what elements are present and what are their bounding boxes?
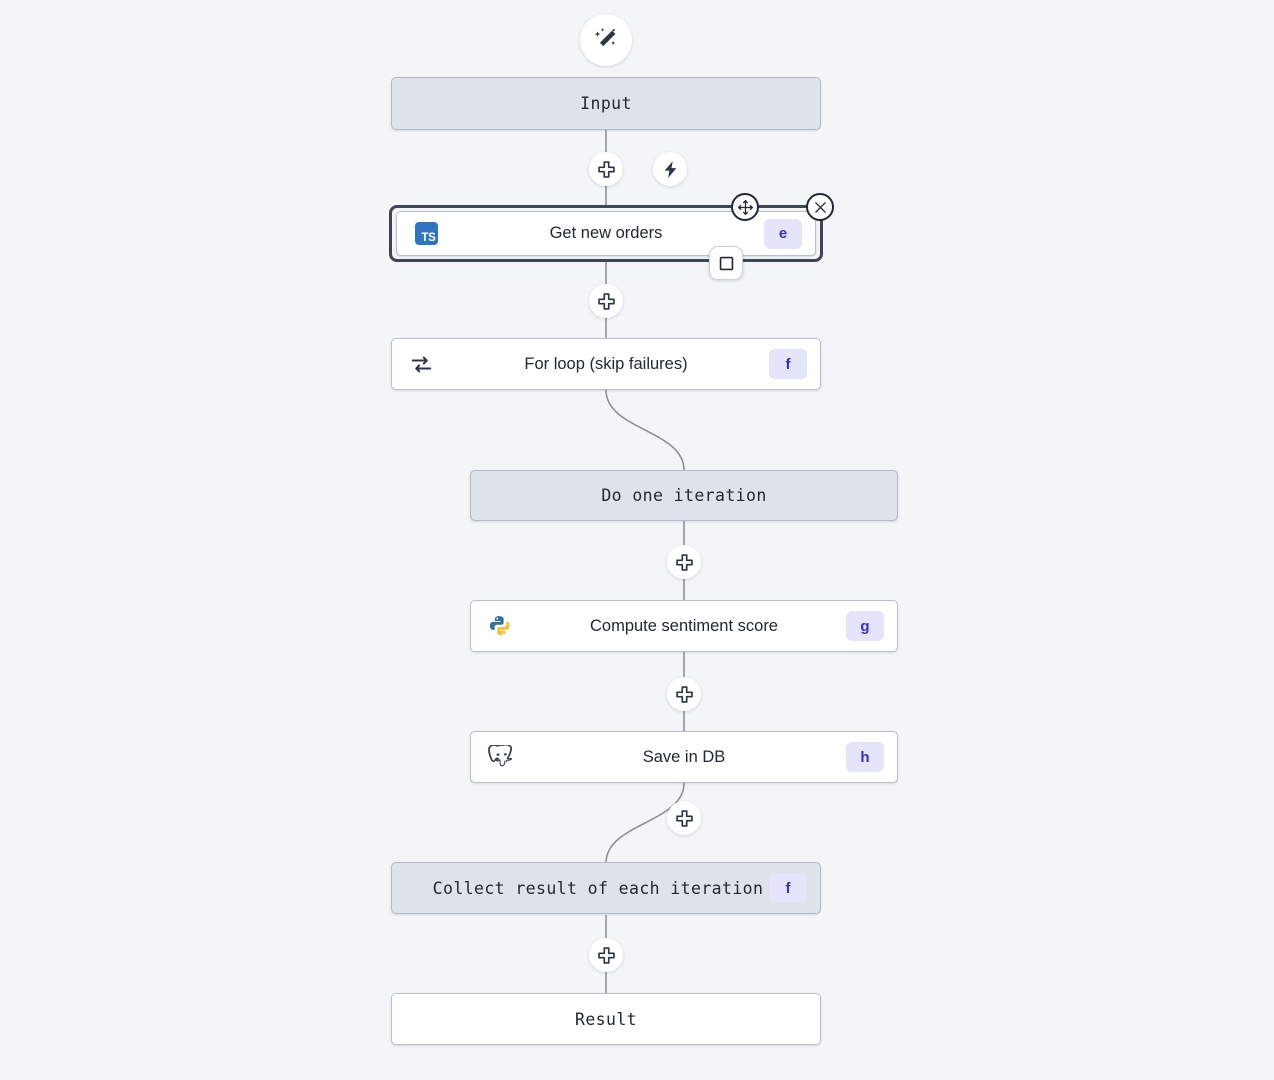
node-save-in-db-label: Save in DB: [642, 747, 726, 766]
toggle-node-button[interactable]: [709, 246, 743, 280]
delete-node-button[interactable]: [806, 193, 834, 221]
edge-for-loop-to-do-one-iteration: [605, 389, 685, 471]
magic-wand-icon: [594, 28, 616, 47]
node-result-label: Result: [574, 1009, 637, 1029]
add-step-button-after-collect-result[interactable]: [589, 938, 623, 972]
node-get-new-orders[interactable]: TS Get new orders e: [396, 211, 816, 256]
add-step-button-after-input[interactable]: [589, 152, 623, 186]
node-get-new-orders-badge: e: [764, 218, 802, 249]
node-collect-result[interactable]: Collect result of each iteration f: [391, 862, 821, 914]
node-compute-sentiment-score-label: Compute sentiment score: [589, 616, 778, 635]
node-get-new-orders-label: Get new orders: [549, 224, 663, 242]
node-do-one-iteration-label: Do one iteration: [601, 486, 767, 505]
node-for-loop-label: For loop (skip failures): [524, 354, 688, 373]
loop-icon: [408, 351, 434, 377]
close-icon: [814, 201, 826, 213]
node-collect-result-label: Collect result of each iteration: [432, 878, 764, 898]
add-step-button-after-do-one-iteration[interactable]: [667, 545, 701, 579]
node-compute-sentiment-score[interactable]: Compute sentiment score g: [470, 600, 898, 652]
node-compute-sentiment-score-badge: g: [846, 611, 884, 641]
add-step-button-after-save-in-db[interactable]: [667, 801, 701, 835]
plus-icon: [597, 160, 615, 178]
node-for-loop-badge: f: [769, 349, 807, 379]
plus-icon: [675, 553, 693, 571]
node-input-label: Input: [580, 94, 632, 113]
node-collect-result-badge: f: [769, 873, 807, 903]
plus-icon: [597, 292, 615, 310]
move-icon: [737, 199, 753, 215]
plus-icon: [597, 946, 615, 964]
typescript-icon: TS: [413, 221, 439, 247]
add-trigger-button[interactable]: [653, 152, 687, 186]
node-for-loop[interactable]: For loop (skip failures) f: [391, 338, 821, 390]
node-save-in-db[interactable]: Save in DB h: [470, 731, 898, 783]
square-icon: [719, 256, 733, 270]
postgresql-icon: [487, 744, 513, 770]
python-icon: [487, 613, 513, 639]
node-input[interactable]: Input: [391, 77, 821, 130]
plus-icon: [675, 809, 693, 827]
node-do-one-iteration[interactable]: Do one iteration: [470, 470, 898, 521]
plus-icon: [675, 685, 693, 703]
ai-generate-button[interactable]: [580, 14, 632, 66]
node-result[interactable]: Result: [391, 993, 821, 1045]
add-step-button-after-get-new-orders[interactable]: [589, 284, 623, 318]
node-save-in-db-badge: h: [846, 742, 884, 772]
lightning-icon: [664, 160, 676, 178]
move-handle[interactable]: [731, 193, 759, 221]
add-step-button-after-compute-sentiment-score[interactable]: [667, 677, 701, 711]
